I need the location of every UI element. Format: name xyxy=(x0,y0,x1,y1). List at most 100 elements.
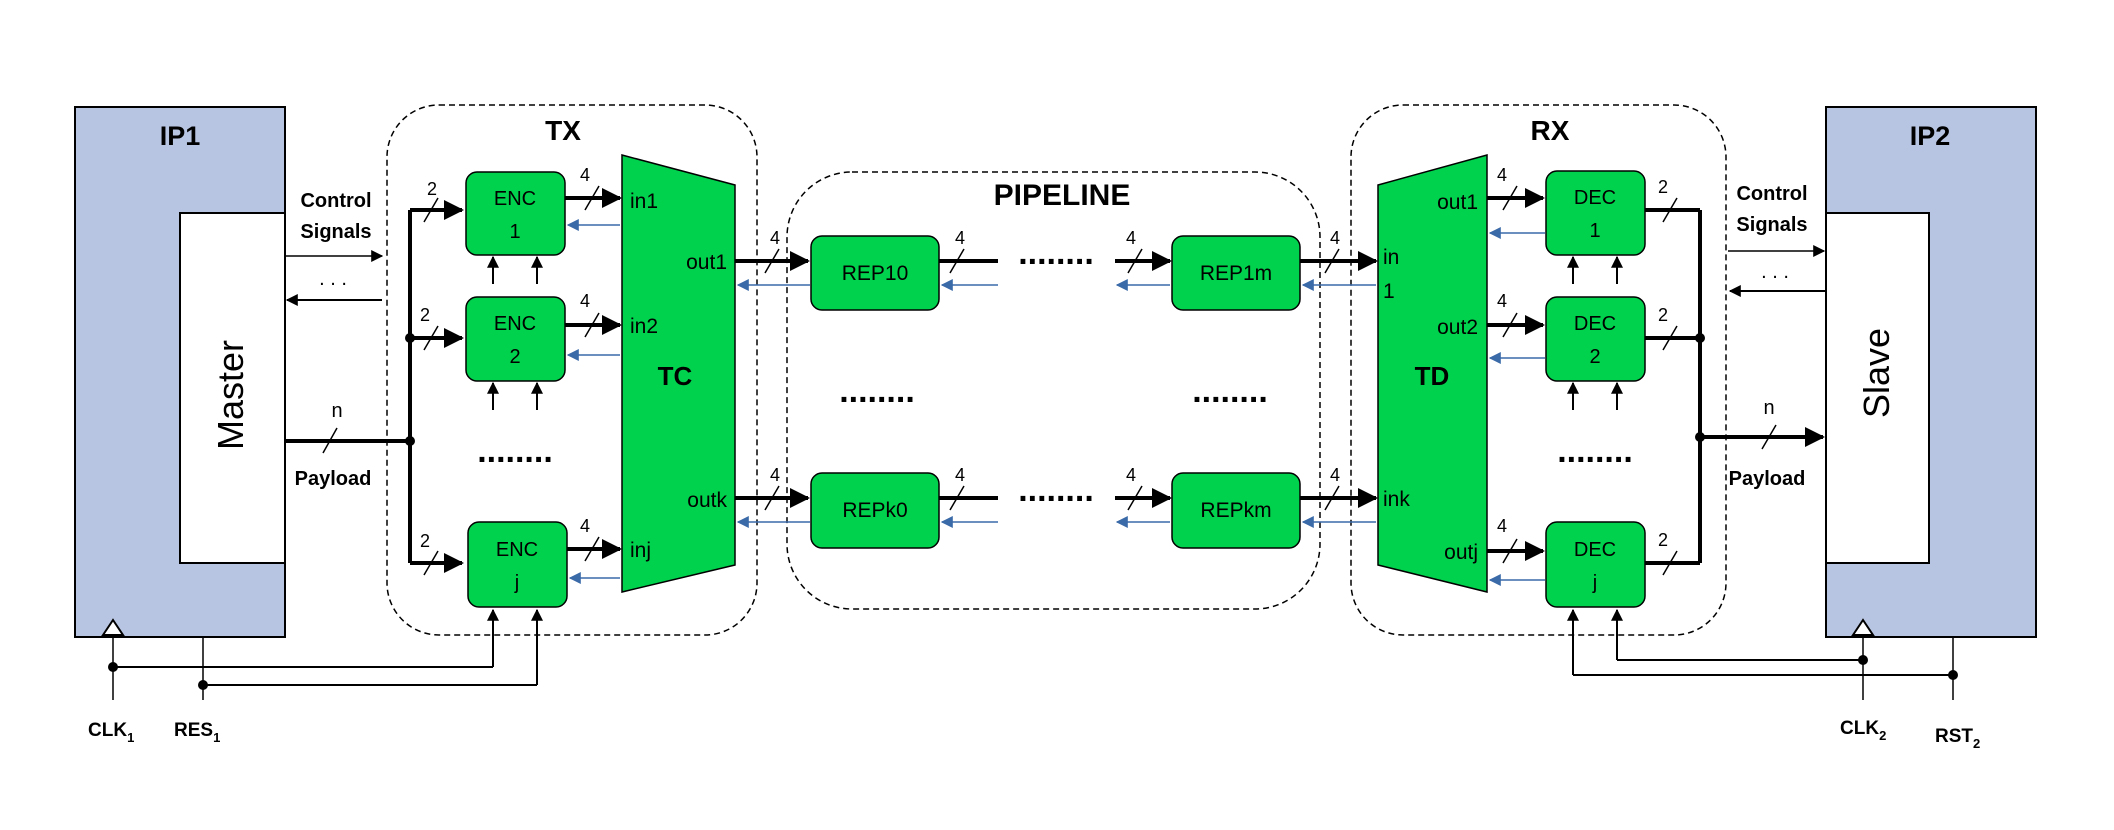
svg-text:j: j xyxy=(1592,572,1597,594)
enc-block-1: 2 ENC 1 4 xyxy=(410,165,622,284)
ip1-clock-reset-wiring: CLK1 RES1 xyxy=(88,608,543,745)
svg-text:2: 2 xyxy=(420,531,430,551)
tc-port-out1: out1 xyxy=(686,251,727,274)
td-port-out2: out2 xyxy=(1437,316,1478,339)
svg-text:2: 2 xyxy=(1658,530,1668,550)
ip1-control-signals: Control Signals . . . xyxy=(285,190,384,306)
rx-region xyxy=(1350,104,1727,636)
ip2-clock-triangle xyxy=(1851,618,1875,636)
ip2-block: IP2 Slave xyxy=(1825,106,2037,638)
tc-port-outk: outk xyxy=(687,489,727,512)
pipeline-title: PIPELINE xyxy=(994,179,1131,212)
td-port-ink: ink xyxy=(1383,488,1410,511)
svg-text:4: 4 xyxy=(1126,228,1136,248)
svg-text:n: n xyxy=(1763,397,1774,419)
master-box xyxy=(179,212,286,564)
tx-title: TX xyxy=(545,115,581,146)
svg-text:Control: Control xyxy=(300,190,371,212)
tc-port-inj: inj xyxy=(630,539,651,562)
tc-port-in2: in2 xyxy=(630,315,658,338)
enc-block-2: 2 ENC 2 4 xyxy=(410,291,622,410)
rep10-block xyxy=(810,235,940,311)
res1-label: RES1 xyxy=(174,720,220,745)
ip1-title: IP1 xyxy=(160,121,201,151)
svg-text:4: 4 xyxy=(770,465,780,485)
svg-text:Signals: Signals xyxy=(300,221,371,243)
svg-text:j: j xyxy=(514,572,519,594)
pipeline-ellipsis-left: ........ xyxy=(839,372,915,410)
pipeline-region xyxy=(786,171,1321,610)
ip1-payload-bus: n Payload xyxy=(285,210,415,563)
svg-text:DEC: DEC xyxy=(1574,539,1616,561)
svg-text:4: 4 xyxy=(955,465,965,485)
rep1m-block xyxy=(1171,235,1301,311)
svg-text:2: 2 xyxy=(1658,177,1668,197)
svg-text:Control: Control xyxy=(1736,183,1807,205)
svg-text:ENC: ENC xyxy=(494,188,536,210)
svg-text:n: n xyxy=(331,400,342,422)
svg-text:4: 4 xyxy=(1126,465,1136,485)
svg-text:ENC: ENC xyxy=(494,313,536,335)
td-block: TD in 1 ink out1 out2 outj xyxy=(1377,154,1488,593)
enc-ellipsis: ........ xyxy=(477,432,553,470)
enc-block-j: 2 ENC j 4 xyxy=(410,516,622,608)
svg-text:2: 2 xyxy=(427,179,437,199)
svg-text:DEC: DEC xyxy=(1574,313,1616,335)
pipeline-row-k: 4 REPk0 4 ........ 4 REPkm 4 xyxy=(735,465,1378,549)
clk2-label: CLK2 xyxy=(1840,718,1886,743)
svg-text:2: 2 xyxy=(1589,346,1600,368)
svg-text:4: 4 xyxy=(580,291,590,311)
ip2-clock-reset-wiring: CLK2 RST2 xyxy=(1567,608,1980,751)
dec-block-1: 4 DEC 1 2 xyxy=(1487,165,1700,284)
svg-text:........: ........ xyxy=(1018,234,1094,272)
ip2-title: IP2 xyxy=(1910,121,1951,151)
td-label: TD xyxy=(1415,361,1450,391)
svg-text:REPk0: REPk0 xyxy=(842,499,907,522)
repkm-block xyxy=(1171,472,1301,549)
td-port-outj: outj xyxy=(1444,541,1478,564)
svg-text:DEC: DEC xyxy=(1574,187,1616,209)
svg-text:4: 4 xyxy=(1497,516,1507,536)
svg-text:REPkm: REPkm xyxy=(1200,499,1271,522)
svg-text:Signals: Signals xyxy=(1736,214,1807,236)
svg-text:4: 4 xyxy=(1330,465,1340,485)
svg-text:........: ........ xyxy=(1018,471,1094,509)
svg-text:4: 4 xyxy=(580,165,590,185)
ip2-control-signals: Control Signals . . . xyxy=(1728,183,1826,297)
repk0-block xyxy=(810,472,940,549)
svg-text:Payload: Payload xyxy=(295,468,372,490)
svg-text:4: 4 xyxy=(1497,291,1507,311)
dec-block-j: 4 DEC j 2 xyxy=(1487,516,1700,608)
svg-text:2: 2 xyxy=(1658,305,1668,325)
rst2-label: RST2 xyxy=(1935,726,1980,751)
rx-title: RX xyxy=(1531,115,1570,146)
svg-text:2: 2 xyxy=(509,346,520,368)
dec-ellipsis: ........ xyxy=(1557,432,1633,470)
svg-text:4: 4 xyxy=(580,516,590,536)
tc-block: TC in1 in2 inj out1 outk xyxy=(621,154,736,593)
ip1-clock-triangle xyxy=(101,618,125,636)
pipeline-ellipsis-right: ........ xyxy=(1192,372,1268,410)
svg-text:4: 4 xyxy=(770,228,780,248)
slave-label: Slave xyxy=(1856,328,1897,418)
svg-text:. . .: . . . xyxy=(319,268,347,290)
td-port-out1: out1 xyxy=(1437,191,1478,214)
tx-region xyxy=(386,104,758,636)
svg-text:2: 2 xyxy=(420,305,430,325)
svg-text:4: 4 xyxy=(1330,228,1340,248)
ip1-block: IP1 Master xyxy=(74,106,286,638)
svg-text:ENC: ENC xyxy=(496,539,538,561)
tc-port-in1: in1 xyxy=(630,190,658,213)
svg-text:REP1m: REP1m xyxy=(1200,262,1272,285)
master-label: Master xyxy=(210,340,251,450)
clk1-label: CLK1 xyxy=(88,720,134,745)
svg-text:1: 1 xyxy=(1589,220,1600,242)
ip2-payload-bus: n Payload xyxy=(1695,210,1825,563)
svg-text:REP10: REP10 xyxy=(842,262,909,285)
pipeline-row-1: 4 REP10 4 ........ 4 REP1m 4 xyxy=(735,228,1378,311)
slave-box xyxy=(1825,212,1930,564)
td-port-in-index: 1 xyxy=(1383,280,1395,303)
tc-label: TC xyxy=(658,361,693,391)
svg-text:1: 1 xyxy=(509,221,520,243)
